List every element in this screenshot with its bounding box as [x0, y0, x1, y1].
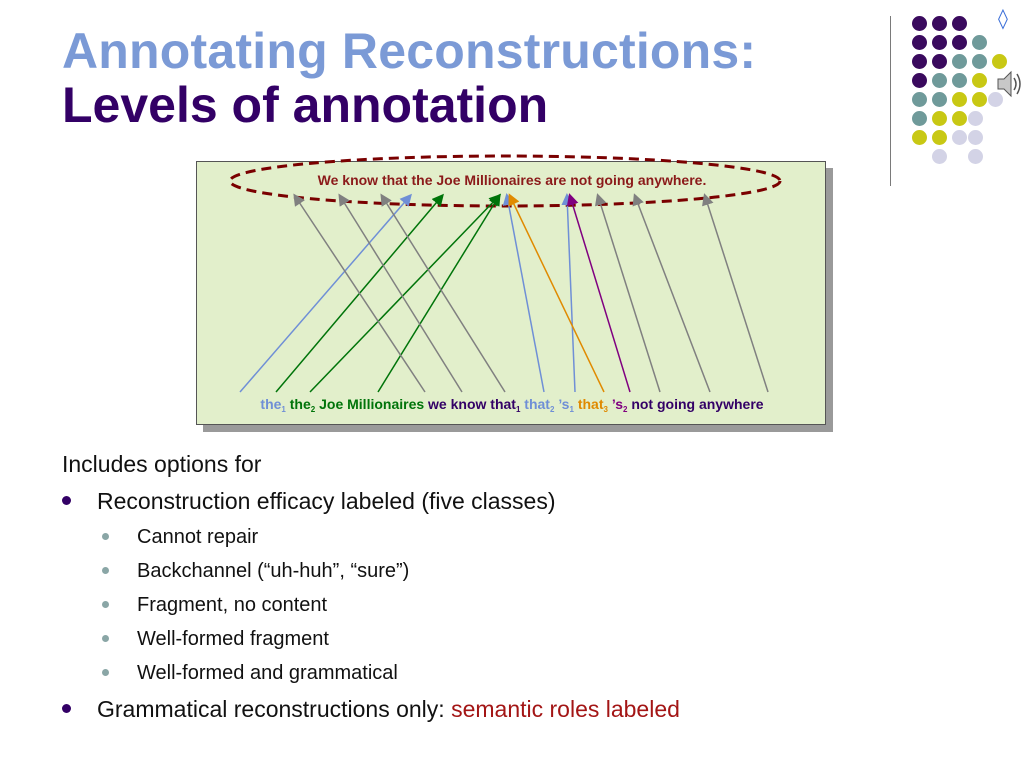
- decor-dot: [972, 35, 987, 50]
- decor-dot: [912, 35, 927, 50]
- sub-bullet-label: Backchannel (“uh-huh”, “sure”): [137, 560, 410, 582]
- decor-dot: [952, 73, 967, 88]
- token-index: 2: [622, 405, 628, 414]
- decor-dot: [932, 149, 947, 164]
- sub-bullet-label: Cannot repair: [137, 526, 259, 548]
- decor-dot: [912, 73, 927, 88]
- decor-dot: [952, 130, 967, 145]
- arrow-that1: [380, 193, 506, 393]
- decor-dot: [932, 54, 947, 69]
- arrow-know: [338, 193, 463, 393]
- slide-title-line1: Annotating Reconstructions:: [62, 23, 757, 79]
- sub-bullet-label: Well-formed fragment: [137, 628, 329, 650]
- bullet-grammatical-label: Grammatical reconstructions only:: [97, 696, 452, 722]
- token-index: 1: [281, 405, 286, 414]
- decor-dot: [952, 92, 967, 107]
- bullet-grammatical: Grammatical reconstructions only: semant…: [62, 696, 680, 723]
- sub-bullet: Backchannel (“uh-huh”, “sure”): [102, 560, 409, 583]
- decor-dot: [932, 35, 947, 50]
- decor-dot: [912, 92, 927, 107]
- decor-dot: [968, 130, 983, 145]
- arrow-we: [293, 193, 426, 393]
- decor-dot: [932, 130, 947, 145]
- token: the1: [260, 396, 286, 414]
- token: the2: [289, 396, 316, 414]
- decor-dot: [932, 73, 947, 88]
- bullet-efficacy-label: Reconstruction efficacy labeled (five cl…: [97, 488, 556, 514]
- token: Joe Millionaires: [319, 396, 425, 412]
- decor-dot: [992, 54, 1007, 69]
- speaker-icon[interactable]: [996, 66, 1024, 102]
- semantic-roles-highlight: semantic roles labeled: [451, 696, 680, 722]
- reconstruction-tokens: the1 the2 Joe Millionaires we know that1…: [196, 396, 828, 414]
- sub-bullet: Well-formed and grammatical: [102, 662, 398, 685]
- arrow-going: [632, 193, 711, 393]
- bullet-icon: [102, 669, 109, 676]
- sentence-ellipse: [228, 154, 782, 208]
- token: that3: [577, 396, 608, 414]
- sub-bullet: Well-formed fragment: [102, 628, 329, 651]
- decorative-divider: [890, 16, 891, 186]
- arrow-anywhere: [702, 193, 769, 393]
- decor-dot: [932, 16, 947, 31]
- diamond-nav-icon[interactable]: ◊: [998, 6, 1008, 30]
- decor-dot: [912, 130, 927, 145]
- decor-dot: [952, 111, 967, 126]
- token: that2: [524, 396, 555, 414]
- arrow-s1: [561, 193, 576, 393]
- token: not going anywhere: [631, 396, 764, 412]
- decor-dot: [932, 111, 947, 126]
- bullet-icon: [102, 635, 109, 642]
- bullet-efficacy: Reconstruction efficacy labeled (five cl…: [62, 488, 556, 515]
- sub-bullet: Fragment, no content: [102, 594, 327, 617]
- token-index: 1: [515, 405, 521, 414]
- sub-bullet-label: Fragment, no content: [137, 594, 328, 616]
- arrow-s2: [566, 193, 631, 393]
- decor-dot: [912, 111, 927, 126]
- token: ’s2: [611, 396, 628, 414]
- decor-dot: [972, 92, 987, 107]
- arrow-not: [594, 193, 661, 393]
- token-index: 1: [569, 405, 574, 414]
- bullet-icon: [102, 601, 109, 608]
- alignment-arrows: [228, 154, 782, 393]
- arrow-that2: [502, 193, 545, 393]
- token-index: 2: [549, 405, 555, 414]
- decor-dot: [912, 54, 927, 69]
- token: we know that1: [428, 396, 521, 414]
- bullet-icon: [102, 567, 109, 574]
- sub-bullet-label: Well-formed and grammatical: [137, 662, 398, 684]
- decor-dot: [968, 149, 983, 164]
- sub-bullet: Cannot repair: [102, 526, 258, 549]
- decor-dot: [952, 35, 967, 50]
- arrow-joe: [309, 193, 502, 393]
- decor-dot: [932, 92, 947, 107]
- decor-dot: [972, 54, 987, 69]
- slide-title-line2: Levels of annotation: [62, 77, 549, 133]
- token-index: 2: [310, 405, 316, 414]
- arrow-the2: [275, 193, 444, 393]
- intro-text: Includes options for: [62, 451, 262, 477]
- decor-dot: [912, 16, 927, 31]
- bullet-icon: [102, 533, 109, 540]
- arrow-that3: [508, 193, 605, 393]
- decor-dot: [988, 92, 1003, 107]
- token-index: 3: [603, 405, 608, 414]
- bullet-icon: [62, 704, 71, 713]
- decor-dot: [952, 16, 967, 31]
- arrow-the1: [239, 193, 412, 393]
- token: ’s1: [558, 396, 574, 414]
- decor-dot: [968, 111, 983, 126]
- source-sentence: We know that the Joe Millionaires are no…: [317, 172, 707, 188]
- decor-dot: [952, 54, 967, 69]
- decor-dot: [972, 73, 987, 88]
- arrow-millionaires: [377, 193, 501, 393]
- bullet-icon: [62, 496, 71, 505]
